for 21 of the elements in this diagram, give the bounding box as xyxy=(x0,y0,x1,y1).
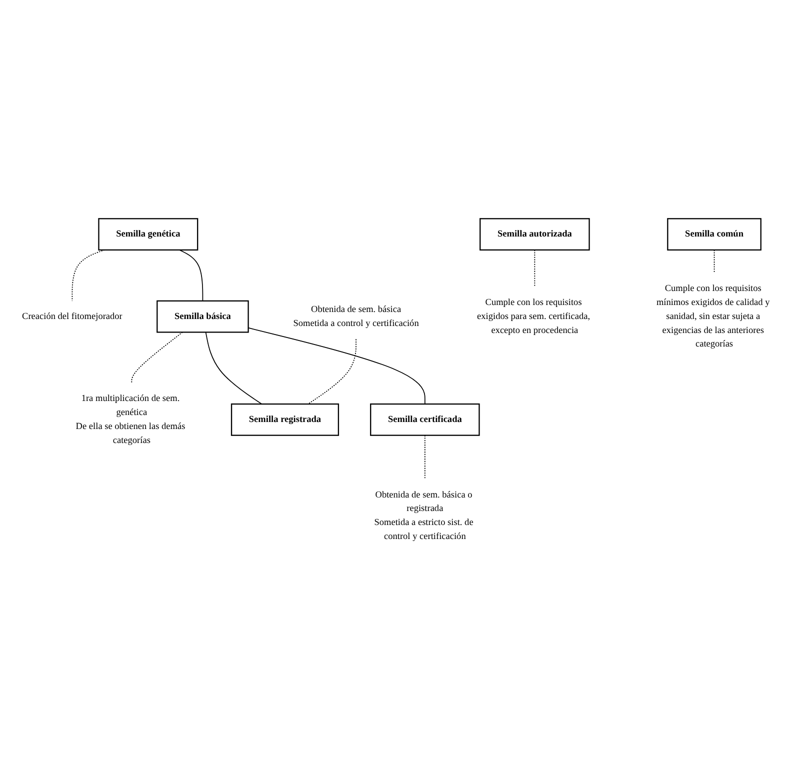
connector xyxy=(424,434,426,480)
connector xyxy=(179,250,204,302)
node-text: Creación del fitomejorador xyxy=(22,311,122,322)
connector xyxy=(714,250,715,274)
connector xyxy=(131,332,183,384)
node-box: Semilla registrada xyxy=(230,403,340,436)
node-box: Semilla certificada xyxy=(370,403,480,436)
node-box: Semilla básica xyxy=(156,300,249,333)
connector xyxy=(205,332,262,404)
connector xyxy=(534,250,536,288)
node-box: Semilla genética xyxy=(98,218,198,251)
node-text: Obtenida de sem. básica Sometida a control y certificación xyxy=(293,304,419,328)
connector xyxy=(308,338,356,404)
node-text: Cumple con los requisitos mínimos exigidos de calidad y sanidad, sin estar sujeta a exigencias de las anteriores categorías xyxy=(656,284,770,350)
node-text: Cumple con los requisitos exigidos para sem. certificada, excepto en procedencia xyxy=(477,297,590,336)
node-text: 1ra multiplicación de sem. genética De ella se obtienen las demás categorías xyxy=(76,394,186,446)
node-box: Semilla autorizada xyxy=(480,218,590,251)
connector xyxy=(72,250,105,302)
node-text: Obtenida de sem. básica o registrada Sometida a estricto sist. de control y certificación xyxy=(374,490,474,542)
connector xyxy=(248,327,426,404)
node-box: Semilla común xyxy=(667,218,762,251)
